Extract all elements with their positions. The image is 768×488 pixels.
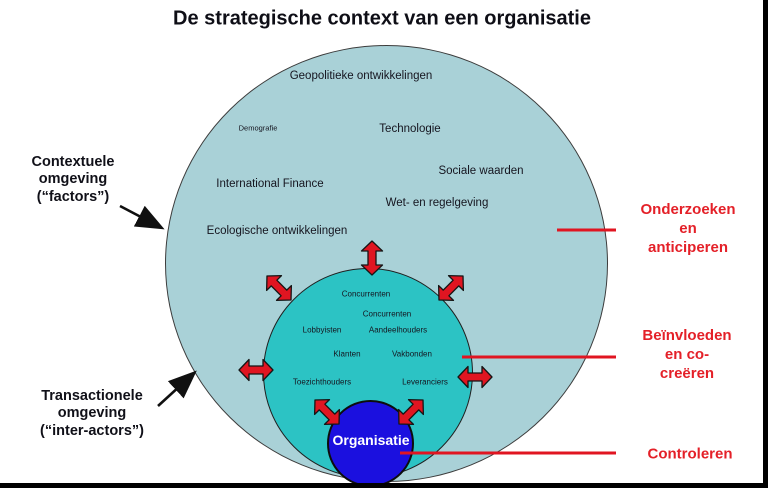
label-demografie: Demografie [238,123,278,133]
label-lobbyisten: Lobbyisten [302,325,342,335]
label-toezichthouders: Toezichthouders [292,377,352,387]
scan-border-right [763,0,768,488]
contextual-pointer-arrow-icon [119,204,165,230]
label-vakbonden: Vakbonden [392,349,432,359]
label-aandeelhouders: Aandeelhouders [368,325,428,335]
organization-label: Organisatie [332,432,410,448]
scan-border-bottom [0,483,768,488]
label-ecologische-ontwikkelingen: Ecologische ontwikkelingen [206,225,348,237]
label-technologie: Technologie [379,123,441,135]
label-klanten: Klanten [333,349,361,359]
annotation-controleren: Controleren [647,445,733,463]
annotation-contextuele-omgeving: Contextuele omgeving (“factors”) [31,153,115,205]
label-leveranciers: Leveranciers [402,377,448,387]
annotation-transactionele-omgeving: Transactionele omgeving (“inter-actors”) [40,387,144,439]
label-geopolitieke-ontwikkelingen: Geopolitieke ontwikkelingen [289,70,433,82]
annotation-onderzoeken-en-anticiperen: Onderzoeken en anticiperen [640,200,736,256]
label-international-finance: International Finance [216,178,324,190]
diagram-title: De strategische context van een organisa… [173,7,591,30]
label-wet-en-regelgeving: Wet- en regelgeving [385,197,489,209]
label-concurrenten-1: Concurrenten [341,289,391,299]
annotation-beinvloeden-en-co-creeren: Beïnvloeden en co-creëren [642,326,732,382]
label-concurrenten-2: Concurrenten [362,309,412,319]
transactional-pointer-arrow-icon [157,370,197,407]
label-sociale-waarden: Sociale waarden [438,165,524,177]
